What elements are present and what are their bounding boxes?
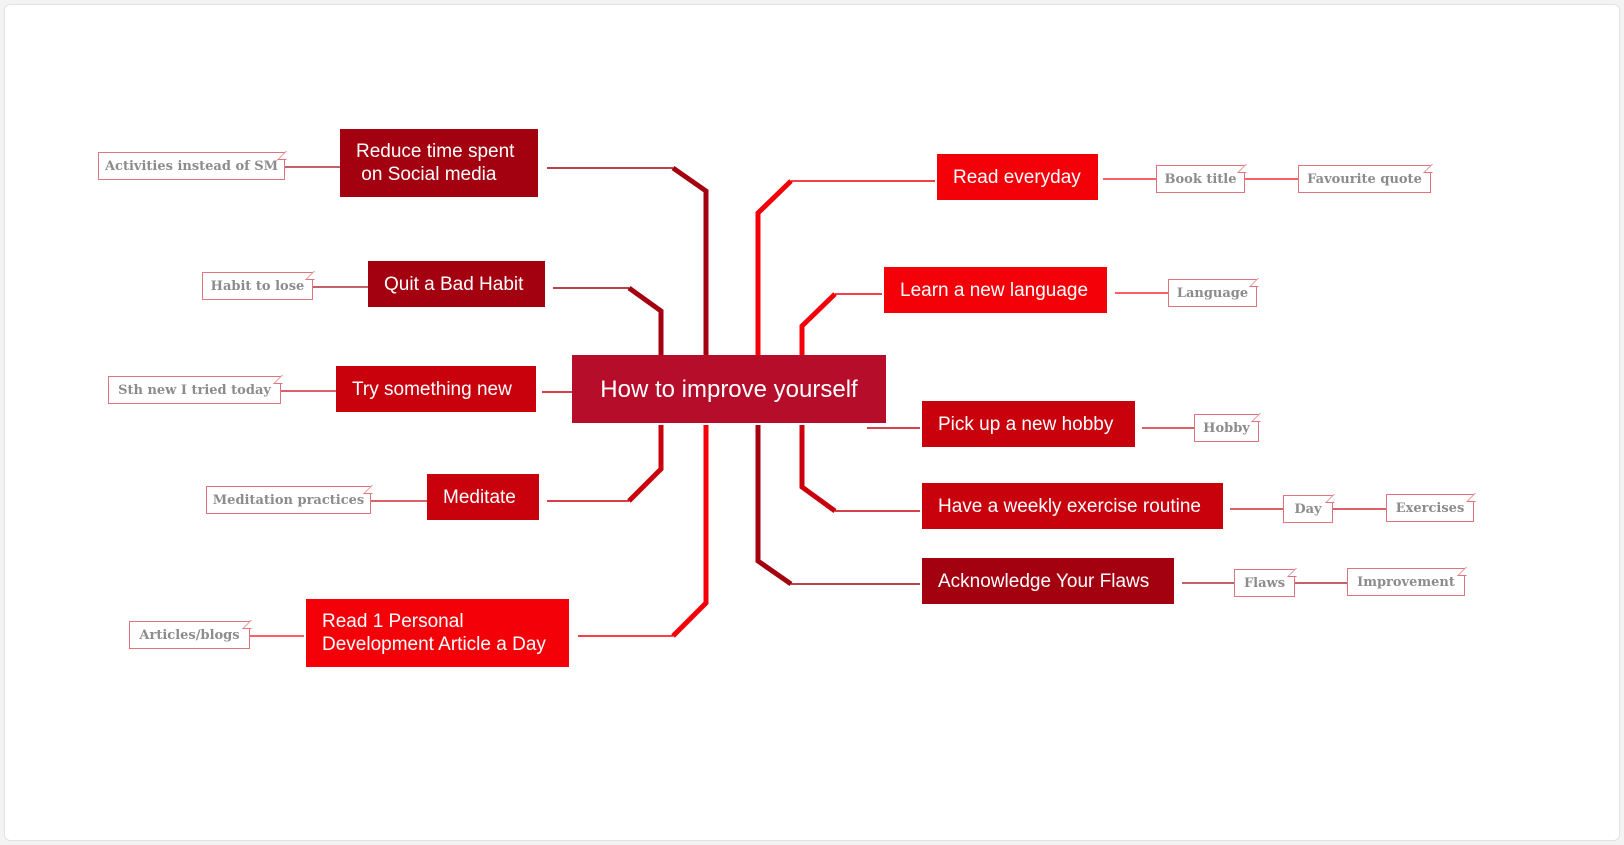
topic-label: Acknowledge Your Flaws bbox=[938, 570, 1150, 592]
subtopic-tag[interactable]: Activities instead of SM bbox=[98, 152, 285, 180]
topic-try-something-new[interactable]: Try something new bbox=[336, 366, 540, 416]
subtopic-tag[interactable]: Flaws bbox=[1234, 569, 1295, 597]
subtopic-tag[interactable]: Favourite quote bbox=[1298, 165, 1431, 193]
connector-line bbox=[671, 165, 709, 357]
subtopic-tag[interactable]: Language bbox=[1168, 279, 1257, 307]
central-topic-label: How to improve yourself bbox=[600, 375, 858, 403]
subtopic-tag[interactable]: Meditation practices bbox=[206, 486, 371, 514]
connector-lines bbox=[250, 165, 1386, 638]
topic-label: Quit a Bad Habit bbox=[384, 273, 524, 295]
topic-label: Reduce time spent on Social media bbox=[356, 141, 515, 185]
subtopic-tag[interactable]: Sth new I tried today bbox=[108, 376, 281, 404]
topic-label: Learn a new language bbox=[900, 279, 1089, 301]
subtopic-tag[interactable]: Articles/blogs bbox=[129, 621, 250, 649]
subtopic-tag[interactable]: Hobby bbox=[1194, 414, 1259, 442]
subtopic-tag[interactable]: Exercises bbox=[1386, 494, 1474, 522]
topic-quit-bad-habit[interactable]: Quit a Bad Habit bbox=[368, 261, 549, 311]
topic-label: Try something new bbox=[352, 378, 512, 400]
subtopic-tag[interactable]: Improvement bbox=[1347, 568, 1465, 596]
topic-label: Read everyday bbox=[953, 166, 1081, 188]
topic-meditate[interactable]: Meditate bbox=[427, 474, 543, 524]
topic-label: Read 1 Personal Development Article a Da… bbox=[322, 611, 546, 655]
topic-label: Pick up a new hobby bbox=[938, 413, 1114, 435]
connector-line bbox=[755, 179, 793, 357]
subtopic-tag[interactable]: Habit to lose bbox=[202, 272, 313, 300]
topic-label: Have a weekly exercise routine bbox=[938, 495, 1201, 517]
connector-line bbox=[671, 425, 709, 638]
topic-read-article[interactable]: Read 1 Personal Development Article a Da… bbox=[306, 599, 573, 671]
topic-acknowledge-flaws[interactable]: Acknowledge Your Flaws bbox=[922, 558, 1178, 608]
mindmap-canvas: How to improve yourself Reduce time spen… bbox=[4, 4, 1620, 841]
subtopic-tag[interactable]: Book title bbox=[1156, 165, 1245, 193]
connector-line bbox=[627, 285, 664, 357]
topic-learn-language[interactable]: Learn a new language bbox=[884, 267, 1111, 317]
topic-exercise-routine[interactable]: Have a weekly exercise routine bbox=[922, 483, 1227, 533]
connector-line bbox=[627, 425, 664, 503]
subtopic-tag[interactable]: Day bbox=[1283, 495, 1333, 523]
connector-line bbox=[755, 425, 793, 587]
connector-line bbox=[799, 425, 837, 514]
topic-new-hobby[interactable]: Pick up a new hobby bbox=[922, 401, 1139, 451]
topic-reduce-social-media[interactable]: Reduce time spent on Social media bbox=[340, 129, 542, 201]
connector-line bbox=[799, 292, 837, 357]
central-topic[interactable]: How to improve yourself bbox=[572, 355, 890, 427]
topic-read-everyday[interactable]: Read everyday bbox=[937, 154, 1102, 204]
topic-label: Meditate bbox=[443, 486, 516, 508]
